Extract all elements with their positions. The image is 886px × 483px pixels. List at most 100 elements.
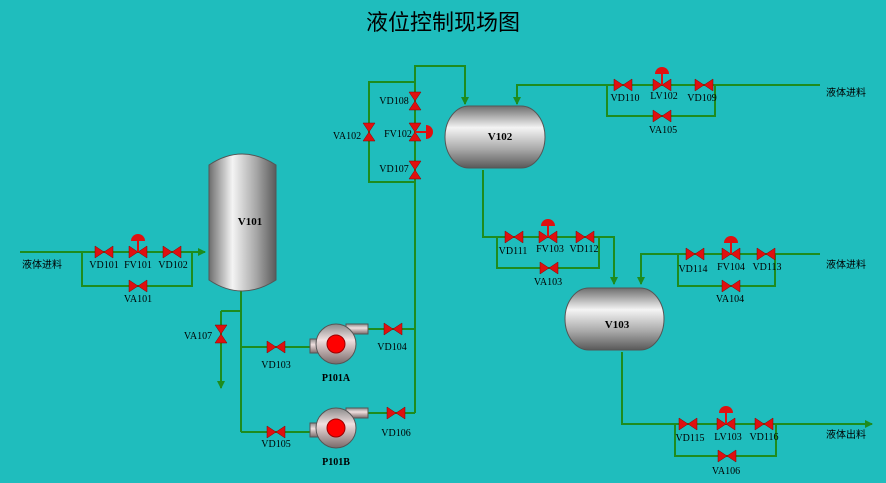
valve-vd106[interactable]	[386, 406, 406, 420]
valve-va106-body	[717, 449, 737, 463]
valve-va107-label: VA107	[184, 331, 212, 342]
valve-va101-body	[128, 279, 148, 293]
valve-va102-label: VA102	[333, 131, 361, 142]
valve-vd112-body	[575, 230, 595, 244]
valve-vd113-label: VD113	[752, 262, 781, 273]
valve-fv103-label: FV103	[536, 244, 564, 255]
valve-vd105-body	[266, 425, 286, 439]
valve-vd109-label: VD109	[687, 93, 716, 104]
valve-vd114-label: VD114	[678, 264, 707, 275]
valve-vd104[interactable]	[383, 322, 403, 336]
valve-vd110-body	[613, 78, 633, 92]
valve-va105[interactable]	[652, 109, 672, 123]
valve-vd115-body	[678, 417, 698, 431]
stream-v102-feed-label: 液体进料	[826, 86, 866, 99]
valve-vd103-body	[266, 340, 286, 354]
valve-vd101-body	[94, 245, 114, 259]
valve-va105-label: VA105	[649, 125, 677, 136]
valve-va104-label: VA104	[716, 294, 744, 305]
valve-vd110[interactable]	[613, 78, 633, 92]
vessel-v103[interactable]: V103	[564, 287, 665, 351]
vessel-v102-label: V102	[488, 131, 513, 143]
valve-vd107[interactable]	[408, 160, 422, 180]
valve-vd112[interactable]	[575, 230, 595, 244]
valve-vd114-body	[685, 247, 705, 261]
valve-lv102[interactable]	[652, 67, 672, 92]
valve-vd116-label: VD116	[749, 432, 778, 443]
valve-va106[interactable]	[717, 449, 737, 463]
valve-vd108-label: VD108	[379, 96, 408, 107]
valve-fv101-actuator-icon	[131, 234, 145, 241]
valve-lv103[interactable]	[716, 406, 736, 431]
valve-vd105[interactable]	[266, 425, 286, 439]
pipe-riser-v102	[414, 65, 469, 413]
valve-fv101-label: FV101	[124, 260, 152, 271]
valve-vd116-body	[754, 417, 774, 431]
valve-lv102-label: LV102	[650, 91, 677, 102]
valve-va101[interactable]	[128, 279, 148, 293]
valve-vd113[interactable]	[756, 247, 776, 261]
valve-vd102[interactable]	[162, 245, 182, 259]
vessel-v103-label: V103	[605, 319, 630, 331]
vessel-v101[interactable]: V101	[208, 153, 277, 292]
valve-va105-body	[652, 109, 672, 123]
valve-fv102[interactable]	[408, 122, 433, 142]
valve-vd113-body	[756, 247, 776, 261]
valve-vd115-label: VD115	[675, 433, 704, 444]
valve-va107[interactable]	[214, 324, 228, 344]
valve-fv103[interactable]	[538, 219, 558, 244]
page-title: 液位控制现场图	[366, 11, 520, 36]
valve-fv104[interactable]	[721, 236, 741, 261]
vessel-v101-label: V101	[238, 216, 262, 228]
valve-vd101-label: VD101	[89, 260, 118, 271]
valve-lv103-actuator-icon	[719, 406, 733, 413]
valve-fv101[interactable]	[128, 234, 148, 259]
valve-fv104-label: FV104	[717, 262, 745, 273]
valve-vd108[interactable]	[408, 91, 422, 111]
pump-p101a-label: P101A	[322, 373, 351, 384]
valve-vd109[interactable]	[694, 78, 714, 92]
valve-fv104-actuator-icon	[724, 236, 738, 243]
valve-vd101[interactable]	[94, 245, 114, 259]
valve-vd102-label: VD102	[158, 260, 187, 271]
valve-va102[interactable]	[362, 122, 376, 142]
valve-vd108-body	[408, 91, 422, 111]
valve-vd111[interactable]	[504, 230, 524, 244]
vessel-v102[interactable]: V102	[444, 105, 546, 169]
valve-lv102-actuator-icon	[655, 67, 669, 74]
valve-fv103-actuator-icon	[541, 219, 555, 226]
valve-vd116[interactable]	[754, 417, 774, 431]
pipe-v102-feed	[513, 84, 820, 105]
valve-va104[interactable]	[721, 279, 741, 293]
pump-p101b-label: P101B	[322, 457, 350, 468]
stream-product-label: 液体出料	[826, 428, 866, 441]
valve-vd106-body	[386, 406, 406, 420]
valve-vd111-body	[504, 230, 524, 244]
valve-va103-body	[539, 261, 559, 275]
valve-vd109-body	[694, 78, 714, 92]
valve-vd105-label: VD105	[261, 439, 290, 450]
valve-vd112-label: VD112	[569, 244, 598, 255]
valve-fv102-actuator-icon	[426, 125, 433, 139]
valve-va107-body	[214, 324, 228, 344]
pipe-v103-outlet	[621, 352, 873, 428]
valve-vd111-label: VD111	[499, 246, 528, 257]
valve-vd104-label: VD104	[377, 342, 406, 353]
valve-va102-body	[362, 122, 376, 142]
valve-layer	[94, 67, 776, 463]
label-layer: 液体进料 液体进料 液体进料 液体出料 VD101 FV101 VD102 VA…	[22, 86, 866, 477]
stream-v101-feed-label: 液体进料	[22, 258, 62, 271]
valve-va103[interactable]	[539, 261, 559, 275]
valve-va101-label: VA101	[124, 294, 152, 305]
valve-vd107-label: VD107	[379, 164, 408, 175]
valve-vd114[interactable]	[685, 247, 705, 261]
valve-vd103[interactable]	[266, 340, 286, 354]
valve-vd104-body	[383, 322, 403, 336]
pump-p101a[interactable]: P101A	[309, 323, 369, 384]
pump-p101b[interactable]: P101B	[309, 407, 369, 468]
valve-vd106-label: VD106	[381, 428, 410, 439]
valve-vd103-label: VD103	[261, 360, 290, 371]
valve-vd115[interactable]	[678, 417, 698, 431]
